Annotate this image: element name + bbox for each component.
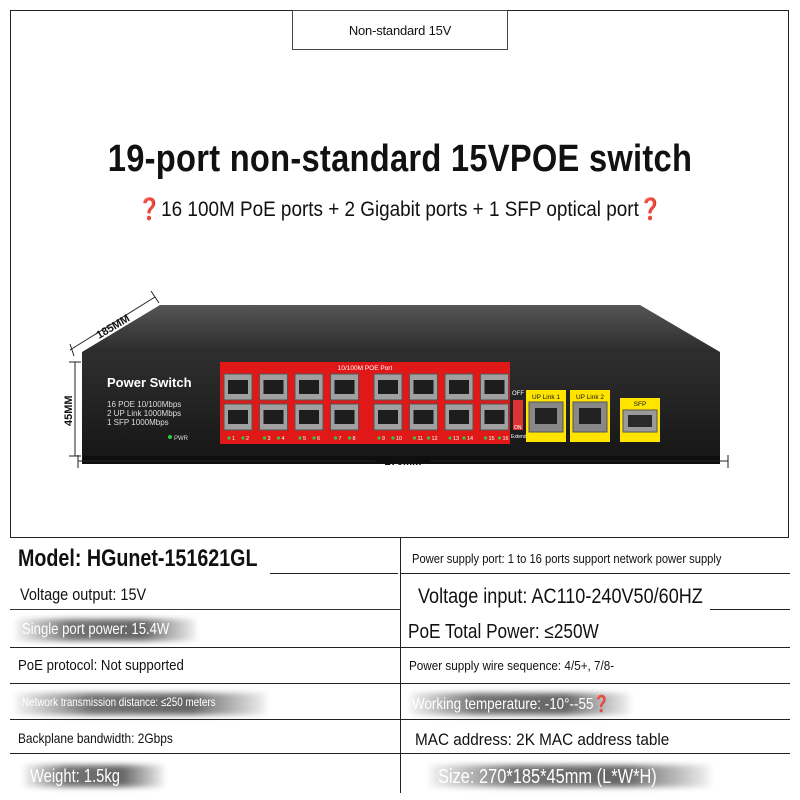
port-number: 4 (282, 436, 285, 442)
port-number: 9 (382, 436, 385, 442)
dimension-height: 45MM (63, 395, 75, 426)
port-number: 2 (246, 436, 249, 442)
spec-size: Size: 270*185*45mm (L*W*H) (438, 766, 657, 788)
poe-port-jack (413, 410, 434, 424)
port-led (377, 436, 381, 440)
poe-port-jack (484, 410, 505, 424)
port-led (391, 436, 395, 440)
poe-port-jack (228, 410, 248, 424)
port-number: 7 (339, 436, 342, 442)
poe-port-jack (484, 380, 505, 394)
spec-voltage-input: Voltage input: AC110-240V50/60HZ (418, 585, 703, 608)
port-led (298, 436, 302, 440)
port-led (448, 436, 452, 440)
pwr-label: PWR (174, 436, 189, 442)
port-led (333, 436, 338, 440)
port-number: 14 (467, 436, 473, 442)
poe-port-jack (334, 410, 355, 424)
port-led (462, 436, 466, 440)
pwr-led (168, 435, 172, 439)
voltage-tag: Non-standard 15V (292, 10, 508, 50)
spec-voltage-output: Voltage output: 15V (20, 585, 147, 604)
poe-port-jack (228, 380, 248, 394)
poe-port-jack (299, 410, 319, 424)
port-led (241, 436, 245, 440)
spec-wire-sequence: Power supply wire sequence: 4/5+, 7/8- (409, 658, 615, 673)
poe-port-jack (263, 380, 284, 394)
port-number: 13 (453, 436, 459, 442)
spec-single-port-power: Single port power: 15.4W (22, 621, 170, 638)
page-subtitle: ❓16 100M PoE ports + 2 Gigabit ports + 1… (137, 198, 663, 221)
port-number: 10 (396, 436, 402, 442)
port-led (276, 436, 281, 440)
uplink-1-label: UP Link 1 (532, 394, 560, 401)
poe-port-jack (334, 380, 355, 394)
port-number: 6 (317, 436, 320, 442)
switch-off-label: OFF (512, 391, 524, 397)
spec-network-distance: Network transmission distance: ≤250 mete… (22, 695, 216, 709)
dimension-width: 270MM (385, 456, 422, 468)
spec-working-temp: Working temperature: -10°--55❓ (412, 696, 611, 713)
spec-line-3: 1 SFP 1000Mbps (107, 418, 169, 427)
poe-port-jack (378, 410, 398, 424)
port-number: 5 (303, 436, 306, 442)
poe-port-jack (413, 380, 434, 394)
page-title: 19-port non-standard 15VPOE switch (107, 138, 693, 180)
poe-port-jack (263, 410, 284, 424)
port-led (426, 436, 431, 440)
port-led (262, 436, 267, 440)
specs-table: Model: HGunet-151621GL Voltage output: 1… (10, 537, 790, 793)
poe-panel-label: 10/100M POE Port (338, 365, 393, 372)
port-led (227, 436, 231, 440)
port-led (347, 436, 352, 440)
port-led (483, 436, 488, 440)
port-number: 15 (489, 436, 495, 442)
spec-poe-protocol: PoE protocol: Not supported (18, 657, 184, 674)
spec-poe-total: PoE Total Power: ≤250W (408, 621, 599, 643)
spec-backplane: Backplane bandwidth: 2Gbps (18, 730, 173, 746)
spec-model: Model: HGunet-151621GL (18, 545, 258, 572)
port-led (497, 436, 502, 440)
port-number: 8 (353, 436, 356, 442)
port-number: 11 (418, 436, 424, 442)
port-number: 16 (503, 436, 509, 442)
spec-line-2: 2 UP Link 1000Mbps (107, 409, 181, 418)
port-number: 1 (232, 436, 235, 442)
spec-mac: MAC address: 2K MAC address table (415, 730, 670, 749)
switch-on-label: ON (514, 425, 522, 431)
poe-port-jack (299, 380, 319, 394)
spec-weight: Weight: 1.5kg (30, 766, 120, 786)
switch-illustration: Power Switch 16 POE 10/100Mbps 2 UP Link… (63, 290, 729, 468)
spec-line-1: 16 POE 10/100Mbps (107, 400, 181, 409)
sfp-label: SFP (634, 401, 647, 408)
poe-port-jack (378, 380, 398, 394)
port-number: 3 (268, 436, 271, 442)
uplink-2-label: UP Link 2 (576, 394, 604, 401)
spec-supply-port: Power supply port: 1 to 16 ports support… (412, 551, 722, 566)
port-led (412, 436, 417, 440)
port-led (312, 436, 316, 440)
poe-port-jack (449, 380, 469, 394)
brand-label: Power Switch (107, 375, 192, 390)
port-number: 12 (432, 436, 438, 442)
switch-top-face (82, 305, 720, 352)
switch-extend-label: Extend (511, 434, 527, 440)
poe-port-jack (449, 410, 469, 424)
